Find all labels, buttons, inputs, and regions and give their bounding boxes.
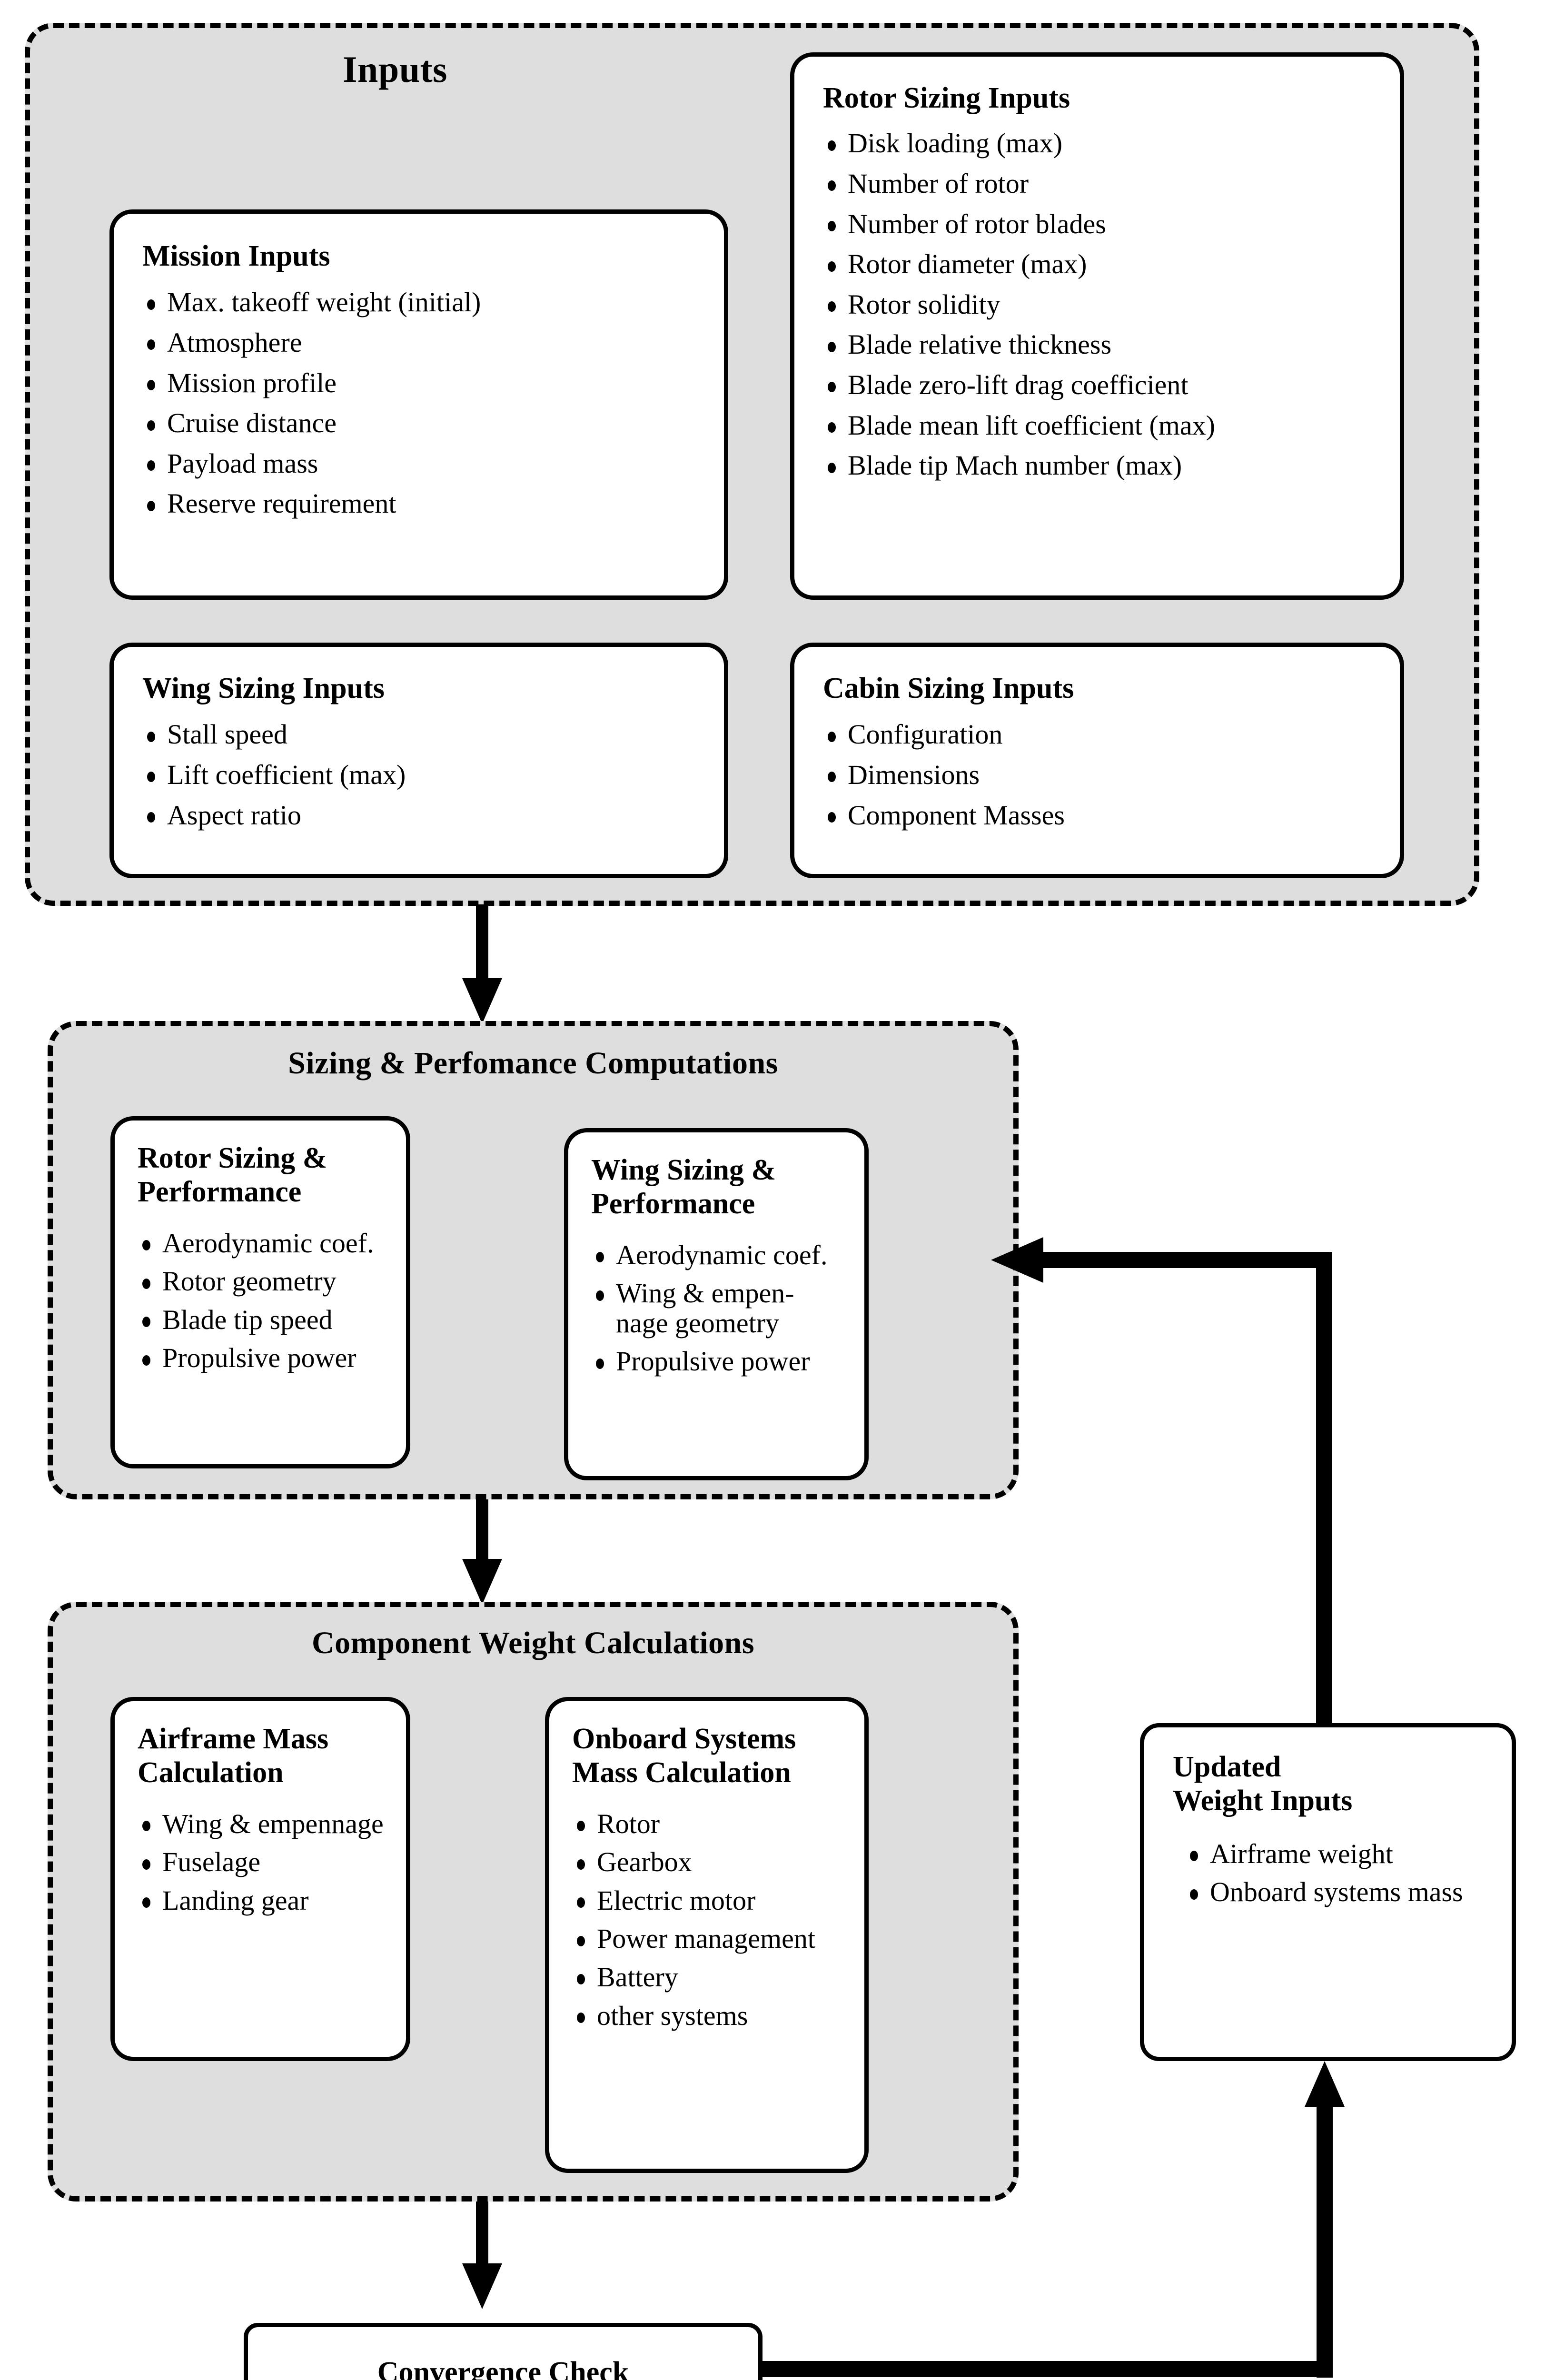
list-item: Fuselage bbox=[138, 1847, 395, 1877]
card-rotor-sizing-inputs-title: Rotor Sizing Inputs bbox=[823, 82, 1070, 114]
list-item: Aerodynamic coef. bbox=[138, 1228, 395, 1259]
connector-inputs-to-sizing-line bbox=[476, 904, 488, 985]
list-item: Configuration bbox=[823, 720, 1386, 750]
card-rotor-sizing-performance-list: Aerodynamic coef. Rotor geometry Blade t… bbox=[138, 1228, 395, 1374]
list-item: Disk loading (max) bbox=[823, 129, 1387, 159]
card-onboard-systems-mass-calculation-title: Onboard Systems Mass Calculation bbox=[572, 1723, 796, 1789]
connector-updated-to-sizing-arrowhead bbox=[991, 1237, 1043, 1283]
list-item: Rotor diameter (max) bbox=[823, 249, 1387, 279]
connector-sizing-to-weight-line bbox=[476, 1499, 488, 1568]
inputs-group-title: Inputs bbox=[343, 49, 447, 90]
list-item: Max. takeoff weight (initial) bbox=[142, 288, 710, 317]
list-item: Aerodynamic coef. bbox=[591, 1240, 853, 1270]
list-item: Reserve requirement bbox=[142, 489, 710, 519]
list-item: Mission profile bbox=[142, 368, 710, 398]
list-item: Lift coefficient (max) bbox=[142, 760, 710, 790]
list-item: Payload mass bbox=[142, 448, 710, 479]
card-mission-inputs-title: Mission Inputs bbox=[142, 240, 330, 272]
card-wing-sizing-performance-list: Aerodynamic coef. Wing & empen- nage geo… bbox=[591, 1240, 853, 1377]
card-updated-weight-inputs: Updated Weight Inputs Airframe weight On… bbox=[1140, 1723, 1516, 2061]
sizing-performance-group-title: Sizing & Perfomance Computations bbox=[288, 1046, 778, 1081]
card-mission-inputs-list: Max. takeoff weight (initial) Atmosphere… bbox=[142, 288, 710, 519]
card-cabin-sizing-inputs-title: Cabin Sizing Inputs bbox=[823, 672, 1074, 704]
box-convergence-check: Convergence Check bbox=[244, 2323, 763, 2380]
card-airframe-mass-calculation-list: Wing & empennage Fuselage Landing gear bbox=[138, 1809, 395, 1916]
list-item: Propulsive power bbox=[138, 1343, 395, 1373]
list-item: Blade tip Mach number (max) bbox=[823, 451, 1387, 481]
card-wing-sizing-inputs-title: Wing Sizing Inputs bbox=[142, 672, 385, 704]
list-item: Atmosphere bbox=[142, 327, 710, 358]
list-item: Number of rotor bbox=[823, 169, 1387, 199]
list-item: Dimensions bbox=[823, 760, 1386, 790]
list-item: Stall speed bbox=[142, 720, 710, 750]
list-item: Wing & empen- nage geometry bbox=[591, 1278, 853, 1338]
list-item: Blade zero-lift drag coefficient bbox=[823, 370, 1387, 400]
card-airframe-mass-calculation: Airframe Mass Calculation Wing & empenna… bbox=[110, 1697, 410, 2061]
list-item: Gearbox bbox=[572, 1847, 856, 1877]
card-wing-sizing-performance: Wing Sizing & Performance Aerodynamic co… bbox=[564, 1128, 869, 1480]
list-item: Blade tip speed bbox=[138, 1305, 395, 1335]
box-convergence-check-label: Convergence Check bbox=[377, 2356, 629, 2380]
card-rotor-sizing-inputs-list: Disk loading (max) Number of rotor Numbe… bbox=[823, 129, 1387, 481]
card-updated-weight-inputs-list: Airframe weight Onboard systems mass bbox=[1173, 1839, 1499, 1907]
list-item: Wing & empennage bbox=[138, 1809, 395, 1839]
connector-sizing-to-weight-arrowhead bbox=[462, 1559, 502, 1605]
card-cabin-sizing-inputs: Cabin Sizing Inputs Configuration Dimens… bbox=[790, 643, 1404, 878]
connector-convergence-to-updated-arrowhead bbox=[1305, 2061, 1345, 2107]
list-item: Battery bbox=[572, 1962, 856, 1993]
list-item: Airframe weight bbox=[1185, 1839, 1499, 1869]
list-item: Blade relative thickness bbox=[823, 330, 1387, 360]
card-wing-sizing-performance-title: Wing Sizing & Performance bbox=[591, 1154, 776, 1220]
card-cabin-sizing-inputs-list: Configuration Dimensions Component Masse… bbox=[823, 720, 1386, 830]
card-wing-sizing-inputs-list: Stall speed Lift coefficient (max) Aspec… bbox=[142, 720, 710, 830]
card-onboard-systems-mass-calculation-list: Rotor Gearbox Electric motor Power manag… bbox=[572, 1809, 856, 2031]
list-item: Rotor bbox=[572, 1809, 856, 1839]
list-item: Propulsive power bbox=[591, 1347, 853, 1377]
card-wing-sizing-inputs: Wing Sizing Inputs Stall speed Lift coef… bbox=[109, 643, 728, 878]
connector-weight-to-convergence-arrowhead bbox=[462, 2263, 502, 2309]
card-updated-weight-inputs-title: Updated Weight Inputs bbox=[1173, 1751, 1353, 1817]
list-item: Aspect ratio bbox=[142, 800, 710, 831]
connector-updated-to-sizing-vline bbox=[1316, 1252, 1332, 1726]
card-rotor-sizing-performance: Rotor Sizing & Performance Aerodynamic c… bbox=[110, 1116, 410, 1468]
card-rotor-sizing-performance-title: Rotor Sizing & Performance bbox=[138, 1142, 327, 1209]
list-item: Power management bbox=[572, 1924, 856, 1954]
card-onboard-systems-mass-calculation: Onboard Systems Mass Calculation Rotor G… bbox=[545, 1697, 869, 2173]
connector-convergence-to-updated-hline bbox=[759, 2361, 1333, 2377]
connector-convergence-to-updated-vline bbox=[1317, 2106, 1333, 2378]
list-item: Rotor geometry bbox=[138, 1267, 395, 1297]
list-item: Cruise distance bbox=[142, 408, 710, 438]
list-item: Landing gear bbox=[138, 1885, 395, 1916]
component-weight-group-title: Component Weight Calculations bbox=[311, 1626, 755, 1660]
card-airframe-mass-calculation-title: Airframe Mass Calculation bbox=[138, 1723, 329, 1789]
card-rotor-sizing-inputs: Rotor Sizing Inputs Disk loading (max) N… bbox=[790, 52, 1404, 600]
list-item: Number of rotor blades bbox=[823, 209, 1387, 239]
list-item: Electric motor bbox=[572, 1885, 856, 1916]
list-item: other systems bbox=[572, 2001, 856, 2031]
connector-inputs-to-sizing-arrowhead bbox=[462, 978, 502, 1024]
list-item: Rotor solidity bbox=[823, 289, 1387, 320]
list-item: Component Masses bbox=[823, 800, 1386, 831]
card-mission-inputs: Mission Inputs Max. takeoff weight (init… bbox=[109, 209, 728, 600]
connector-weight-to-convergence-line bbox=[476, 2202, 488, 2273]
list-item: Blade mean lift coefficient (max) bbox=[823, 410, 1387, 441]
list-item: Onboard systems mass bbox=[1185, 1877, 1499, 1907]
connector-updated-to-sizing-hline bbox=[1040, 1252, 1332, 1268]
